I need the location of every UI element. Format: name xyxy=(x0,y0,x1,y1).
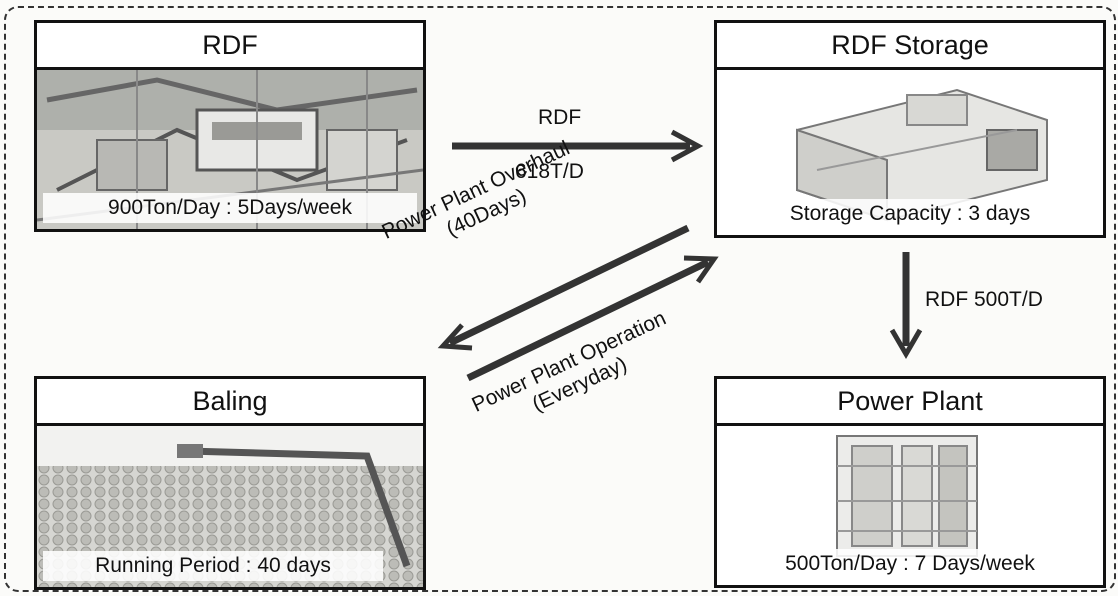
power-plant-node: Power Plant 500Ton/Day : 7 Days/week xyxy=(714,376,1106,588)
rdf-storage-title: RDF Storage xyxy=(717,23,1103,70)
baling-to-storage-arrow xyxy=(466,258,710,382)
rdf-node: RDF 900Ton/Day : 5Days/week xyxy=(34,20,426,232)
storage-to-baling-arrow xyxy=(448,224,690,347)
storage-to-baling-arrowhead xyxy=(437,323,473,351)
rdf-flow-label: RDF xyxy=(538,106,582,129)
baling-node: Baling Running Period : 40 days xyxy=(34,376,426,590)
power-plant-caption: 500Ton/Day : 7 Days/week xyxy=(723,549,1097,579)
baling-title: Baling xyxy=(37,379,423,426)
baling-to-storage-arrowhead xyxy=(683,255,719,284)
rdf-storage-caption: Storage Capacity : 3 days xyxy=(723,199,1097,229)
power-plant-title: Power Plant xyxy=(717,379,1103,426)
rdf-caption: 900Ton/Day : 5Days/week xyxy=(43,193,417,223)
storage-to-power-label: RDF 500T/D xyxy=(925,288,1043,311)
storage-to-power-arrowhead xyxy=(889,328,923,359)
baling-caption: Running Period : 40 days xyxy=(43,551,383,581)
rdf-flow-rate: 618T/D xyxy=(515,160,584,183)
dashed-frame xyxy=(4,6,1116,592)
rdf-title: RDF xyxy=(37,23,423,70)
rdf-storage-node: RDF Storage Storage Capacity : 3 days xyxy=(714,20,1106,238)
rdf-to-storage-arrowhead xyxy=(670,129,704,163)
